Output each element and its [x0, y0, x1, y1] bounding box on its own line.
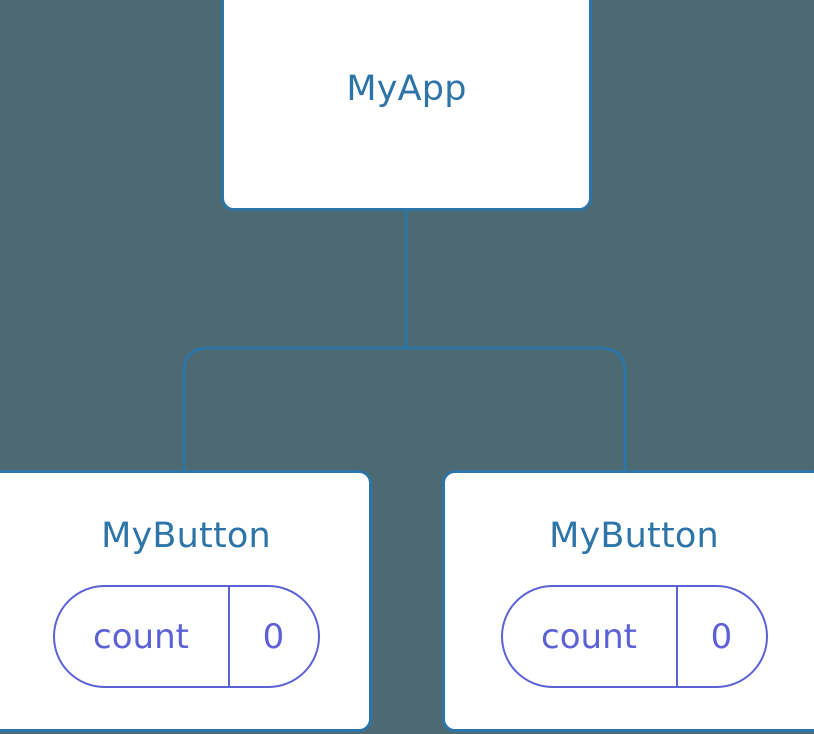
node-title-child-0: MyButton [101, 516, 271, 556]
state-pill-0[interactable]: count 0 [52, 585, 320, 688]
state-value-0: 0 [262, 616, 285, 657]
node-mybutton-0[interactable]: MyButton count 0 [0, 470, 372, 732]
state-pill-1[interactable]: count 0 [500, 585, 768, 688]
node-title-child-1: MyButton [549, 516, 719, 556]
node-title-root: MyApp [346, 68, 467, 109]
node-mybutton-1[interactable]: MyButton count 0 [442, 470, 814, 732]
connector-to-child-1 [406, 346, 627, 470]
connector-to-child-0 [182, 346, 406, 470]
state-key-0: count [55, 587, 230, 686]
state-key-1: count [503, 587, 678, 686]
node-content-0: MyButton count 0 [0, 519, 372, 688]
node-myapp[interactable]: MyApp [221, 0, 592, 211]
state-value-1: 0 [710, 616, 733, 657]
node-content-1: MyButton count 0 [448, 519, 814, 688]
